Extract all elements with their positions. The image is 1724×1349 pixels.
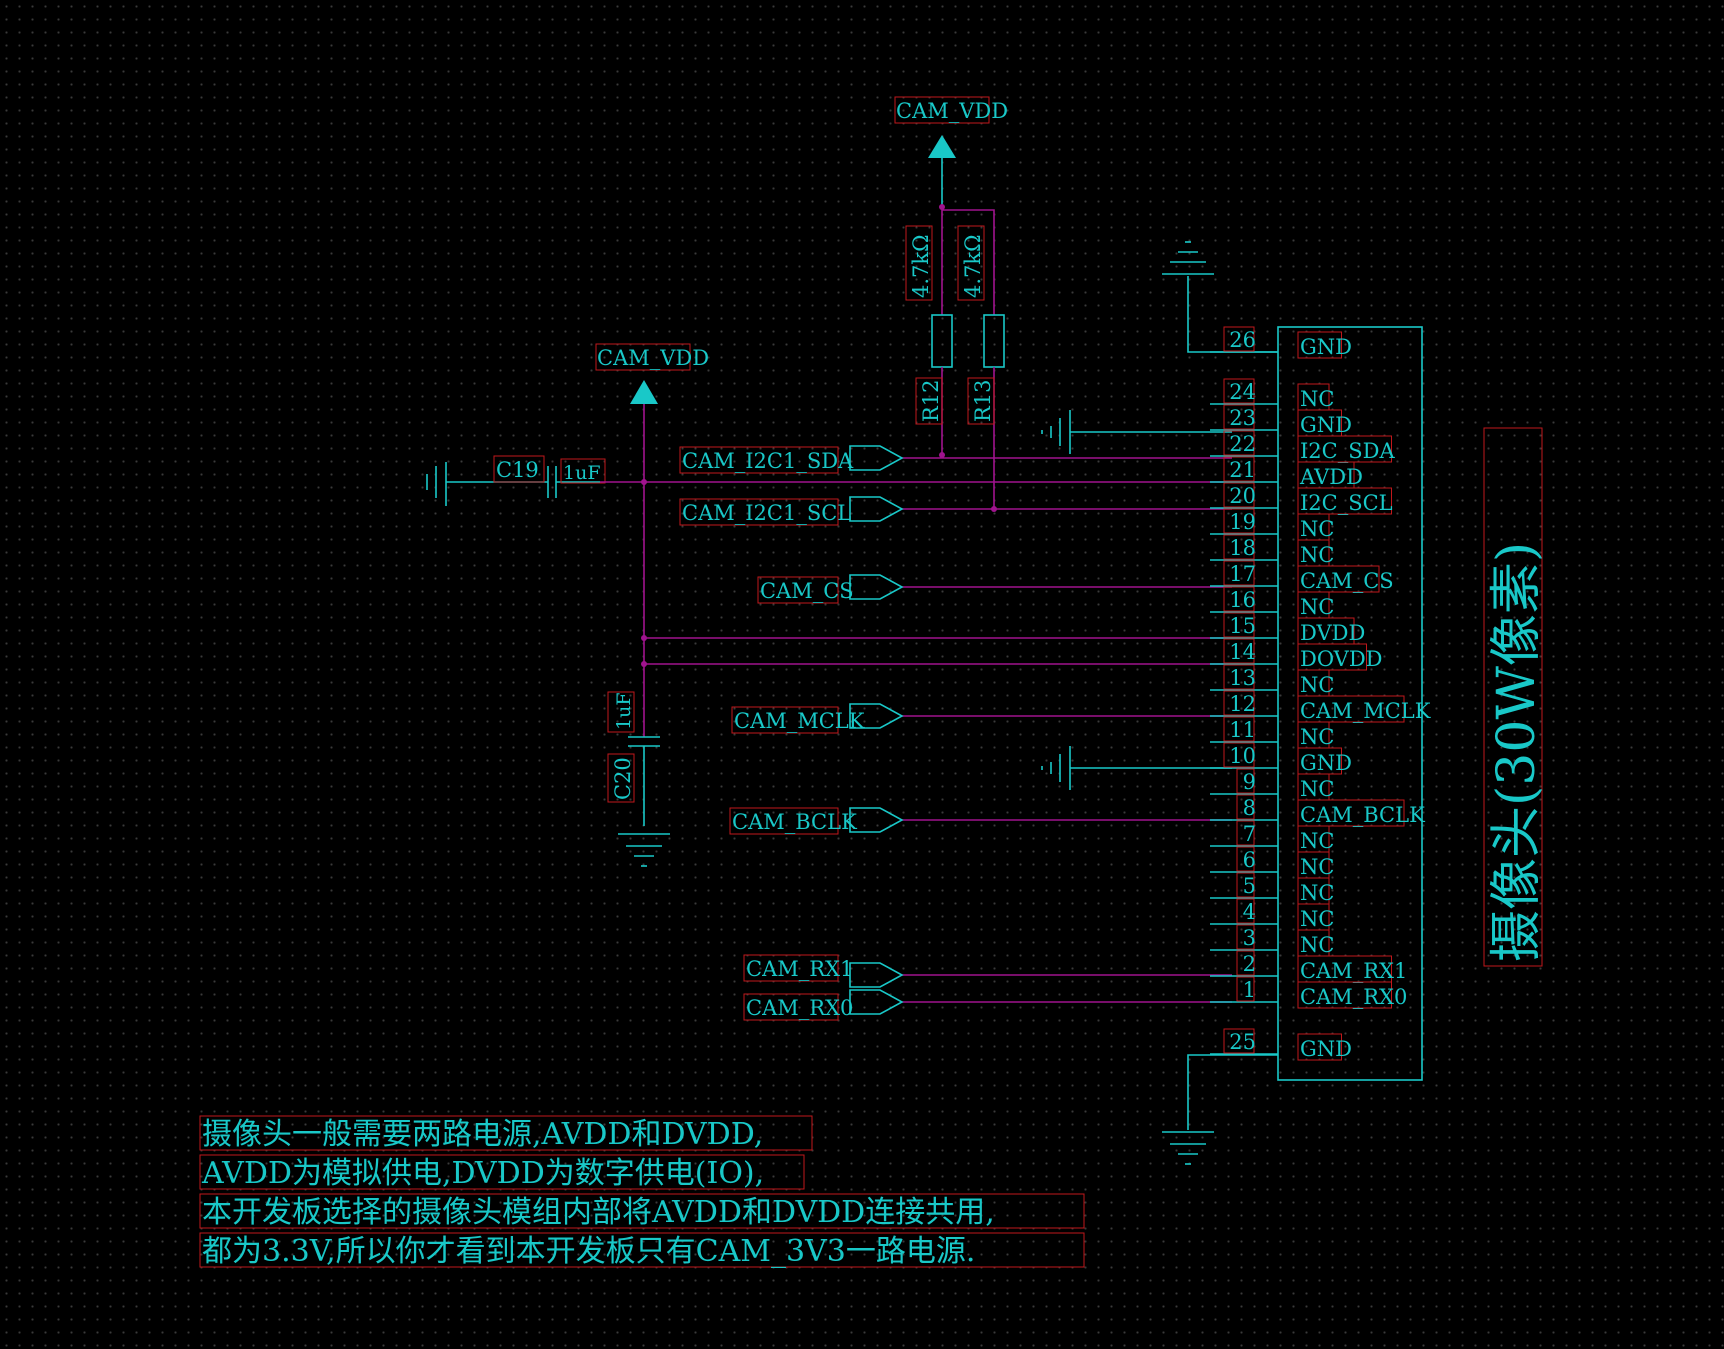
pin-name: NC bbox=[1300, 829, 1334, 853]
pin-number: 24 bbox=[1229, 380, 1256, 404]
pin-name: CAM_CS bbox=[1300, 569, 1394, 593]
pin-name: NC bbox=[1300, 777, 1334, 801]
c19-ref: C19 bbox=[496, 458, 539, 482]
r13-ref: R13 bbox=[971, 379, 995, 422]
pin-number: 1 bbox=[1243, 978, 1256, 1002]
note-line-2: AVDD为模拟供电,DVDD为数字供电(IO), bbox=[201, 1156, 764, 1191]
net-port-i2c-sda: CAM_I2C1_SDA bbox=[679, 445, 904, 474]
gnd-symbol-pin23 bbox=[1041, 410, 1232, 454]
pin-name: AVDD bbox=[1299, 465, 1363, 489]
net-label-cam-vdd-left: CAM_VDD bbox=[597, 346, 709, 370]
r12-value: 4.7kΩ bbox=[909, 234, 933, 298]
net-label-rx1: CAM_RX1 bbox=[746, 957, 853, 981]
pin-name: NC bbox=[1300, 907, 1334, 931]
note-line-1: 摄像头一般需要两路电源,AVDD和DVDD, bbox=[202, 1117, 763, 1152]
pin-number: 10 bbox=[1229, 744, 1256, 768]
net-port-mclk: CAM_MCLK bbox=[731, 703, 904, 734]
design-note: 摄像头一般需要两路电源,AVDD和DVDD, AVDD为模拟供电,DVDD为数字… bbox=[199, 1115, 1085, 1269]
pin-name: NC bbox=[1300, 673, 1334, 697]
pin-name: NC bbox=[1300, 387, 1334, 411]
pin-name: GND bbox=[1300, 413, 1352, 437]
gnd-symbol-pin26 bbox=[1162, 241, 1278, 353]
pin-number: 7 bbox=[1243, 822, 1256, 846]
pin-number: 2 bbox=[1243, 952, 1256, 976]
pin-number: 17 bbox=[1229, 562, 1256, 586]
pin-number: 22 bbox=[1229, 432, 1256, 456]
net-label-bclk: CAM_BCLK bbox=[732, 810, 857, 834]
net-port-rx1: CAM_RX1 bbox=[743, 954, 904, 988]
net-label-i2c-sda: CAM_I2C1_SDA bbox=[682, 449, 854, 473]
pin-name: CAM_BCLK bbox=[1300, 803, 1425, 827]
pin-name: NC bbox=[1300, 543, 1334, 567]
pin-number: 8 bbox=[1243, 796, 1256, 820]
pin-name: DVDD bbox=[1300, 621, 1365, 645]
pin-name: NC bbox=[1300, 595, 1334, 619]
power-symbol-cam-vdd-top: CAM_VDD bbox=[894, 96, 1008, 207]
pin-name: NC bbox=[1300, 881, 1334, 905]
pin-number: 16 bbox=[1229, 588, 1256, 612]
net-label-mclk: CAM_MCLK bbox=[734, 709, 865, 733]
note-line-3: 本开发板选择的摄像头模组内部将AVDD和DVDD连接共用, bbox=[202, 1195, 995, 1230]
pin-name: CAM_RX1 bbox=[1300, 959, 1407, 983]
net-label-rx0: CAM_RX0 bbox=[746, 996, 853, 1020]
pin-number: 21 bbox=[1229, 458, 1256, 482]
resistor-r13: 4.7kΩ R13 bbox=[942, 209, 1005, 509]
pin-name: GND bbox=[1300, 751, 1352, 775]
net-port-bclk: CAM_BCLK bbox=[729, 807, 904, 835]
pin-number: 13 bbox=[1229, 666, 1256, 690]
connector-title: 摄像头(30W像素) bbox=[1487, 542, 1547, 962]
net-label-cs: CAM_CS bbox=[760, 579, 854, 603]
pin-number: 12 bbox=[1229, 692, 1256, 716]
c19-value: 1uF bbox=[563, 462, 601, 484]
connector-body bbox=[1277, 326, 1423, 1081]
pin-name: CAM_RX0 bbox=[1300, 985, 1407, 1009]
net-port-cs: CAM_CS bbox=[757, 574, 904, 604]
net-label-cam-vdd-top: CAM_VDD bbox=[896, 99, 1008, 123]
pin-name: I2C_SDA bbox=[1300, 439, 1395, 463]
pin-name: DOVDD bbox=[1300, 647, 1383, 671]
pin-name: CAM_MCLK bbox=[1300, 699, 1431, 723]
pin-number: 19 bbox=[1229, 510, 1256, 534]
pin-number: 14 bbox=[1229, 640, 1256, 664]
pin-number: 25 bbox=[1229, 1030, 1256, 1054]
connector-title-group: 摄像头(30W像素) bbox=[1483, 427, 1547, 967]
net-port-rx0: CAM_RX0 bbox=[743, 989, 904, 1021]
resistor-r12: 4.7kΩ R12 bbox=[905, 207, 953, 455]
r13-value: 4.7kΩ bbox=[961, 234, 985, 298]
pin-number: 23 bbox=[1229, 406, 1256, 430]
power-symbol-cam-vdd-left: CAM_VDD bbox=[595, 343, 709, 404]
pin-number: 20 bbox=[1229, 484, 1256, 508]
pin-number: 18 bbox=[1229, 536, 1256, 560]
pin-name: I2C_SCL bbox=[1300, 491, 1393, 515]
c20-value: 1uF bbox=[613, 692, 635, 730]
wires bbox=[600, 204, 1232, 1003]
gnd-symbol-pin10 bbox=[1041, 746, 1232, 790]
net-label-i2c-scl: CAM_I2C1_SCL bbox=[682, 501, 851, 525]
c20-ref: C20 bbox=[611, 757, 635, 800]
pin-number: 11 bbox=[1229, 718, 1256, 742]
capacitor-c20: 1uF C20 bbox=[607, 404, 670, 867]
gnd-symbol-pin25 bbox=[1162, 1054, 1278, 1165]
r12-ref: R12 bbox=[919, 379, 943, 422]
pin-name: GND bbox=[1300, 1037, 1352, 1061]
pin-number: 4 bbox=[1243, 900, 1256, 924]
capacitor-c19: C19 1uF bbox=[426, 455, 606, 506]
pin-number: 9 bbox=[1243, 770, 1256, 794]
net-port-i2c-scl: CAM_I2C1_SCL bbox=[679, 496, 904, 526]
pin-number: 3 bbox=[1243, 926, 1256, 950]
pin-name: NC bbox=[1300, 933, 1334, 957]
pin-number: 26 bbox=[1229, 328, 1256, 352]
pin-number: 15 bbox=[1229, 614, 1256, 638]
pin-name: GND bbox=[1300, 335, 1352, 359]
pin-name: NC bbox=[1300, 517, 1334, 541]
pin-number: 6 bbox=[1243, 848, 1256, 872]
pin-name: NC bbox=[1300, 725, 1334, 749]
pin-number: 5 bbox=[1243, 874, 1256, 898]
pin-name: NC bbox=[1300, 855, 1334, 879]
note-line-4: 都为3.3V,所以你才看到本开发板只有CAM_3V3一路电源. bbox=[202, 1234, 975, 1269]
